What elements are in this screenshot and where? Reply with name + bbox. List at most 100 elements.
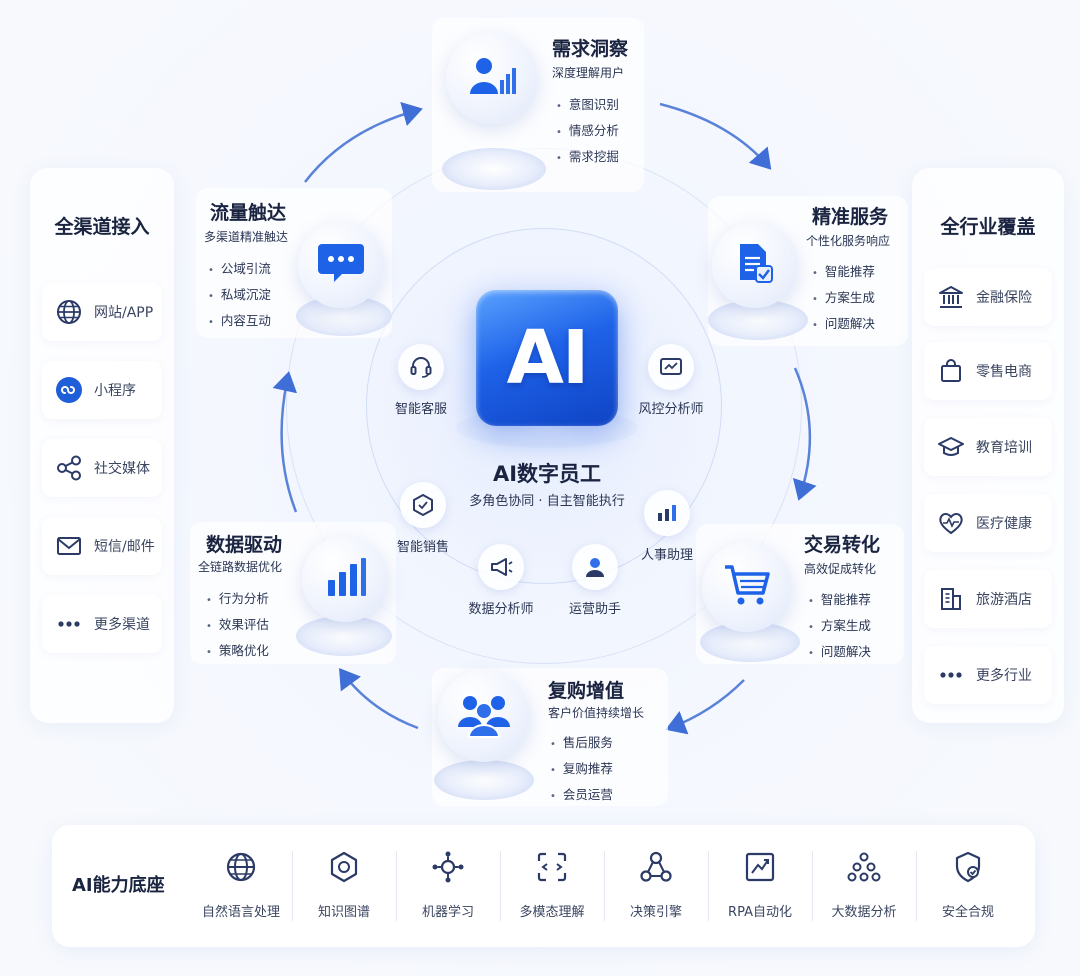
repurchase-point: 复购推荐	[550, 757, 613, 783]
role-customer-service[interactable]: 智能客服	[366, 344, 476, 417]
channel-item-label: 网站/APP	[94, 305, 154, 321]
traffic-points: 公域引流 私域沉淀 内容互动	[208, 257, 271, 335]
ai-foundation-bar: AI能力底座 自然语言处理 知识图谱 机器学习 多模态理解	[52, 825, 1035, 947]
role-label: 智能客服	[394, 402, 447, 417]
conversion-point: 方案生成	[808, 614, 871, 640]
repurchase-point: 售后服务	[550, 731, 613, 757]
sales-tag-icon	[400, 482, 446, 528]
demand-points: 意图识别 情感分析 需求挖掘	[556, 93, 619, 171]
traffic-node[interactable]	[298, 222, 384, 308]
data-subtitle: 全链路数据优化	[198, 560, 283, 574]
repurchase-subtitle: 客户价值持续增长	[548, 706, 645, 720]
repurchase-node[interactable]	[438, 670, 530, 762]
role-label: 风控分析师	[638, 402, 704, 417]
shield-icon	[948, 847, 988, 887]
demand-node[interactable]	[446, 32, 538, 124]
service-point: 智能推荐	[812, 260, 875, 286]
user-group-icon	[456, 689, 512, 743]
bar-chart-icon	[322, 554, 368, 604]
capability-label: 机器学习	[421, 905, 474, 920]
channel-item-web-app[interactable]: 网站/APP	[42, 283, 162, 341]
conversion-points: 智能推荐 方案生成 问题解决	[808, 588, 871, 666]
role-hr-assistant[interactable]: 人事助理	[612, 490, 722, 563]
trend-box-icon	[740, 847, 780, 887]
role-label: 数据分析师	[468, 602, 534, 617]
megaphone-icon	[478, 544, 524, 590]
role-operations-assistant[interactable]: 运营助手	[540, 544, 650, 617]
industry-item-more[interactable]: 更多行业	[924, 646, 1052, 704]
channel-item-social-media[interactable]: 社交媒体	[42, 439, 162, 497]
role-data-analyst[interactable]: 数据分析师	[446, 544, 556, 617]
role-label: 运营助手	[568, 602, 621, 617]
arrow-service-to-conversion	[792, 367, 817, 501]
capability-nlp[interactable]: 自然语言处理	[189, 847, 293, 920]
more-icon	[54, 609, 84, 639]
industry-item-retail[interactable]: 零售电商	[924, 342, 1052, 400]
channel-item-more[interactable]: 更多渠道	[42, 595, 162, 653]
role-risk-analyst[interactable]: 风控分析师	[616, 344, 726, 417]
capability-rpa[interactable]: RPA自动化	[708, 847, 812, 920]
traffic-point: 内容互动	[208, 309, 271, 335]
industry-item-travel[interactable]: 旅游酒店	[924, 570, 1052, 628]
bank-icon	[936, 282, 966, 312]
service-subtitle: 个性化服务响应	[806, 234, 891, 248]
share-icon	[54, 453, 84, 483]
capability-security[interactable]: 安全合规	[916, 847, 1020, 920]
arrow-traffic-to-demand	[304, 101, 423, 183]
capability-multimodal[interactable]: 多模态理解	[500, 847, 604, 920]
traffic-subtitle: 多渠道精准触达	[204, 230, 289, 244]
headset-icon	[398, 344, 444, 390]
channel-item-label: 社交媒体	[94, 461, 150, 477]
repurchase-points: 售后服务 复购推荐 会员运营	[550, 731, 613, 809]
globe-icon	[54, 297, 84, 327]
bar-chart-icon	[644, 490, 690, 536]
data-points: 行为分析 效果评估 策略优化	[206, 587, 269, 665]
chat-bubble-icon	[316, 240, 366, 290]
service-title: 精准服务	[812, 206, 889, 228]
monitor-alert-icon	[648, 344, 694, 390]
conversion-subtitle: 高效促成转化	[804, 562, 877, 576]
capability-label: 多模态理解	[519, 905, 585, 920]
industry-item-finance[interactable]: 金融保险	[924, 268, 1052, 326]
service-node[interactable]	[712, 222, 798, 308]
channel-item-label: 更多渠道	[94, 617, 150, 633]
channel-item-sms-email[interactable]: 短信/邮件	[42, 517, 162, 575]
divider	[916, 851, 917, 921]
demand-subtitle: 深度理解用户	[552, 66, 625, 80]
document-check-icon	[732, 240, 778, 290]
arrow-repurchase-to-data	[339, 667, 419, 730]
capability-machine-learning[interactable]: 机器学习	[396, 847, 500, 920]
role-smart-sales[interactable]: 智能销售	[368, 482, 478, 555]
conversion-node[interactable]	[702, 542, 792, 632]
capability-decision-engine[interactable]: 决策引擎	[604, 847, 708, 920]
shopping-cart-icon	[721, 559, 773, 615]
industry-item-healthcare[interactable]: 医疗健康	[924, 494, 1052, 552]
user-icon	[572, 544, 618, 590]
mini-program-icon	[54, 375, 84, 405]
repurchase-title: 复购增值	[548, 680, 625, 702]
industry-item-education[interactable]: 教育培训	[924, 418, 1052, 476]
mail-icon	[54, 531, 84, 561]
capability-label: 大数据分析	[831, 905, 897, 920]
data-point: 行为分析	[206, 587, 269, 613]
traffic-point: 私域沉淀	[208, 283, 271, 309]
data-node[interactable]	[302, 536, 388, 622]
channel-item-label: 小程序	[94, 383, 136, 399]
channel-item-mini-program[interactable]: 小程序	[42, 361, 162, 419]
data-point: 策略优化	[206, 639, 269, 665]
capability-big-data[interactable]: 大数据分析	[812, 847, 916, 920]
divider	[396, 851, 397, 921]
data-point: 效果评估	[206, 613, 269, 639]
demand-point: 情感分析	[556, 119, 619, 145]
conversion-point: 问题解决	[808, 640, 871, 666]
industry-item-label: 旅游酒店	[976, 592, 1032, 608]
channel-panel-title: 全渠道接入	[54, 216, 150, 238]
capability-knowledge-graph[interactable]: 知识图谱	[292, 847, 396, 920]
industry-item-label: 教育培训	[976, 440, 1032, 456]
ai-badge-text: AI	[506, 315, 590, 401]
network-icon	[428, 847, 468, 887]
user-chart-icon	[466, 50, 518, 106]
data-pedestal	[296, 616, 392, 656]
building-icon	[936, 584, 966, 614]
